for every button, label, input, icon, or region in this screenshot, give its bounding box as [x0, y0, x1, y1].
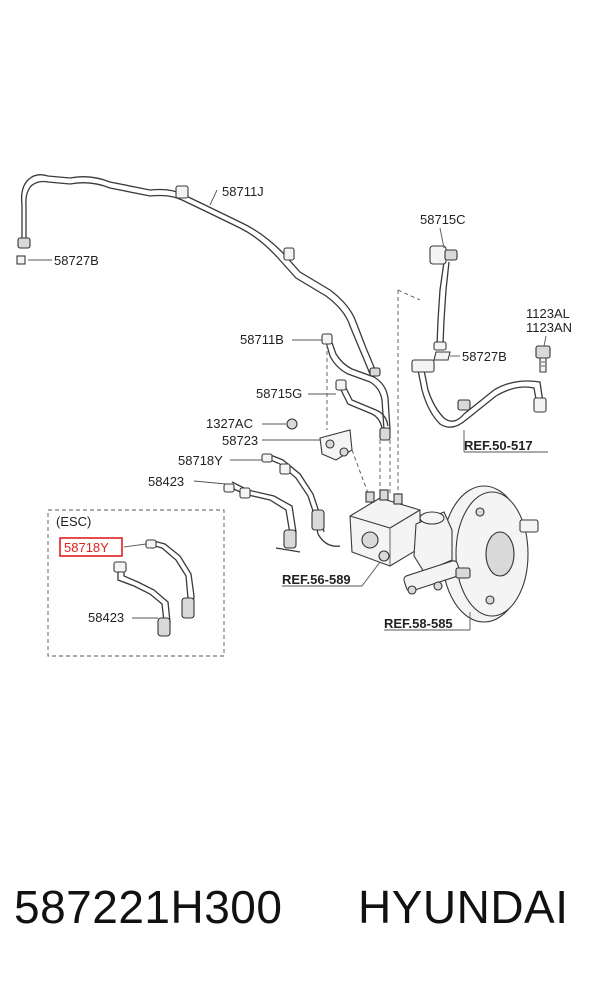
label-58711B: 58711B: [240, 332, 284, 347]
label-58423-esc: 58423: [88, 610, 124, 625]
label-58718Y-highlight: 58718Y: [64, 540, 109, 555]
hose-58715C: [429, 245, 458, 351]
label-58715C: 58715C: [420, 212, 466, 227]
footer-caption: 587221H300 HYUNDAI: [0, 880, 600, 950]
brake-line-diagram: 58711J 58727B 58715C 1123AL 1123AN 58711…: [16, 174, 572, 657]
label-58718Y: 58718Y: [178, 453, 223, 468]
esc-box: [47, 509, 225, 657]
label-58723: 58723: [222, 433, 258, 448]
label-esc: (ESC): [56, 514, 91, 529]
master-cylinder: [403, 511, 471, 595]
label-1123AN: 1123AN: [526, 320, 572, 335]
label-58423: 58423: [148, 474, 184, 489]
label-58715G: 58715G: [256, 386, 302, 401]
label-1123AL: 1123AL: [526, 306, 570, 321]
highlight-box: [59, 537, 123, 557]
tube-58423: [223, 481, 301, 553]
esc-tube-58423: [113, 561, 171, 637]
clip-58727B-right: [433, 351, 451, 361]
hose-58718Y: [261, 453, 341, 547]
tube-58711B: [321, 333, 391, 441]
label-ref-58-585: REF.58-585: [384, 616, 453, 631]
esc-hose-58718Y: [145, 539, 195, 619]
label-ref-56-589: REF.56-589: [282, 572, 351, 587]
tube-58715G: [335, 379, 389, 429]
brand-name: HYUNDAI: [358, 881, 569, 933]
label-ref-50-517: REF.50-517: [464, 438, 533, 453]
rear-hose: [411, 359, 547, 428]
part-number: 587221H300: [14, 881, 283, 933]
label-58727B-top: 58727B: [54, 253, 99, 268]
nut-1327AC: [286, 418, 298, 430]
label-58711J: 58711J: [222, 184, 264, 199]
bolt-1123AL: [535, 345, 551, 373]
label-1327AC: 1327AC: [206, 416, 253, 431]
abs-module: [349, 489, 421, 567]
tube-58711J: [17, 174, 381, 377]
brake-booster: [441, 485, 539, 623]
clip-58727B-top: [16, 255, 26, 265]
label-58727B-right: 58727B: [462, 349, 507, 364]
bracket-58723: [319, 429, 353, 461]
